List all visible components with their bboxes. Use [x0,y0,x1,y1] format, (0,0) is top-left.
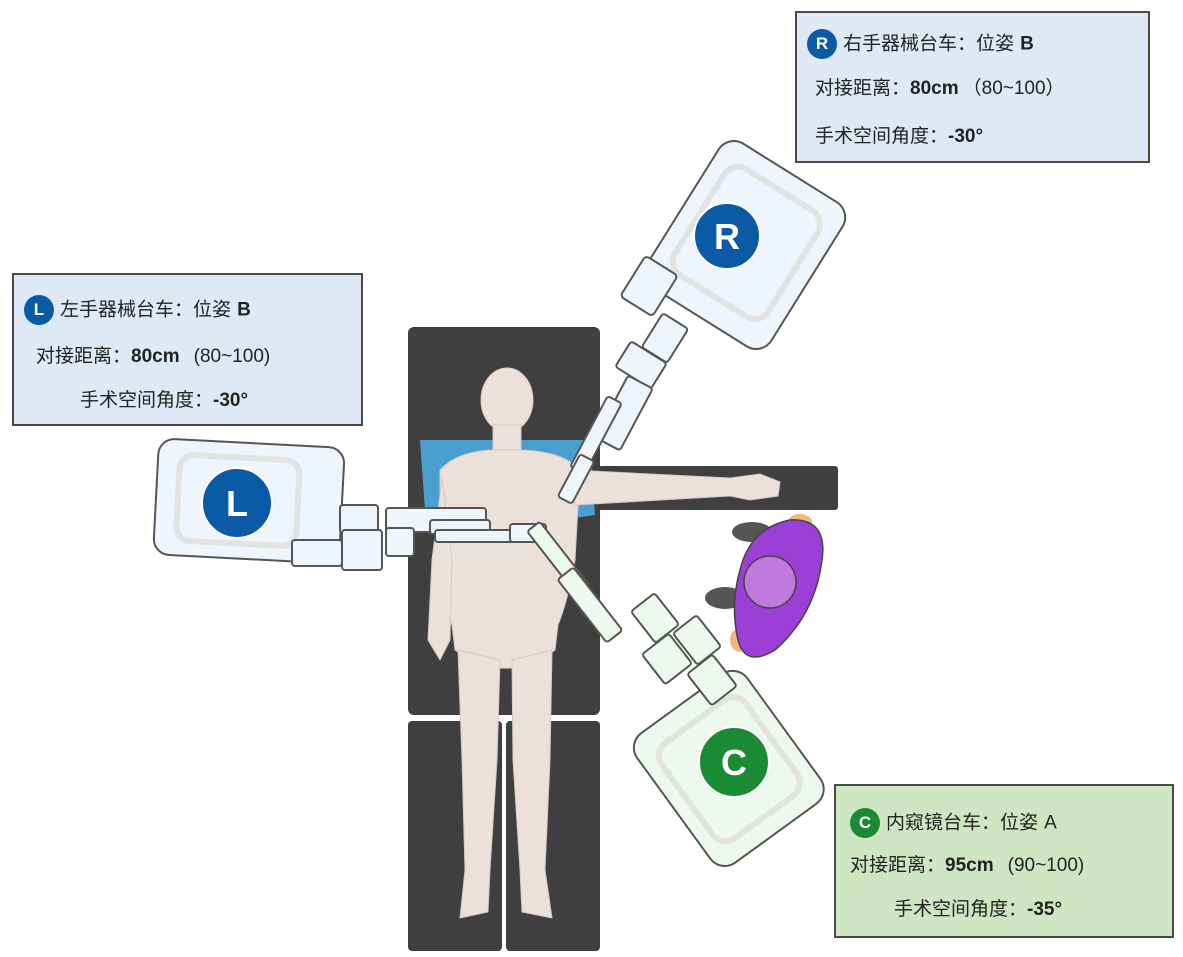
patient-torso [439,449,581,669]
right-cart-title-row: R 右手器械台车：位姿 B [807,29,1034,59]
camera-cart-pose: A [1044,812,1057,834]
camera-cart-inner-ring [655,694,803,845]
patient-figure [427,367,781,919]
camera-cart-distance-row: 对接距离：95cm (90~100) [850,854,1085,876]
left-cart-badge: L [24,295,54,325]
left-cart-badge-circle [201,467,273,539]
left-cart-title-row: L 左手器械台车：位姿 B [24,295,251,325]
left-arm-link [385,527,415,557]
right-cart-inner-ring [669,163,824,322]
endoscope-cart-info-box: C 内窥镜台车：位姿 A 对接距离：95cm (90~100) 手术空间角度：-35… [834,784,1174,938]
left-cart-inner-ring [173,452,303,549]
right-cart-angle-row: 手术空间角度：-30° [815,125,984,147]
left-cart-pose-label: 位姿 [193,298,232,321]
right-arm-tool [557,454,595,504]
patient-head [480,367,534,433]
left-arm-link [341,529,383,571]
camera-cart-name: 内窥镜台车 [886,811,982,834]
right-cart-info-box: R 右手器械台车：位姿 B 对接距离：80cm（80~100） 手术空间角度：-3… [795,11,1150,163]
camera-cart-pose-label: 位姿 [1000,811,1039,834]
camera-cart-title-row: C 内窥镜台车：位姿 A [850,808,1057,838]
left-cart-distance: 80cm [131,346,180,367]
right-cart-distance: 80cm [910,78,959,99]
colon: ： [174,298,194,321]
patient-right-leg [511,649,553,919]
camera-cart-badge-circle [698,726,770,798]
right-cart-pose-label: 位姿 [976,32,1015,55]
left-cart-name: 左手器械台车 [60,298,175,321]
left-arm-joint [339,504,379,534]
camera-cart-distance: 95cm [945,855,994,876]
right-cart-badge-letter: R [714,216,740,257]
right-cart-angle-label: 手术空间角度： [815,125,949,147]
left-cart-range: (80~100) [193,346,271,367]
right-cart-distance-label: 对接距离： [815,77,911,99]
camera-arm-link [687,654,737,706]
camera-cart-badge-letter: C [721,742,747,783]
left-arm-joint [291,539,343,567]
endoscope-cart: C [527,521,825,867]
right-instrument-cart: R [557,140,847,504]
colon: ： [957,32,977,55]
left-instrument-cart: L [152,438,547,571]
colon: ： [981,811,1001,834]
patient-right-arm [571,469,781,506]
right-cart-range: （80~100） [962,78,1065,99]
camera-arm-joint [642,633,692,685]
right-cart-badge-circle [693,202,761,270]
right-arm-joint [620,256,678,316]
right-cart-name: 右手器械台车 [843,32,958,55]
camera-arm-joint [631,593,679,643]
left-cart-angle-row: 手术空间角度：-30° [80,389,249,411]
camera-cart-badge: C [850,808,880,838]
assistant-head [743,555,797,609]
camera-cart-angle-label: 手术空间角度： [894,898,1028,920]
right-cart-angle: -30° [948,126,984,147]
left-arm-segments [291,504,547,571]
left-cart-badge-letter: L [226,483,248,524]
left-cart-pose: B [237,299,251,321]
camera-cart-distance-label: 对接距离： [850,854,946,876]
camera-cart-angle: -35° [1027,899,1063,920]
left-cart-distance-label: 对接距离： [36,345,132,367]
patient-left-leg [457,649,501,919]
camera-arm-link [557,567,623,643]
right-arm-segments [557,256,689,504]
assistant-figure [705,514,824,658]
camera-arm-segments [527,521,737,706]
right-cart-pose: B [1020,33,1034,55]
camera-cart-range: (90~100) [1007,855,1085,876]
left-cart-distance-row: 对接距离：80cm (80~100) [36,345,271,367]
right-cart-badge: R [807,29,837,59]
left-cart-info-box: L 左手器械台车：位姿 B 对接距离：80cm (80~100) 手术空间角度：-3… [12,273,363,426]
camera-cart-angle-row: 手术空间角度：-35° [894,898,1063,920]
right-cart-distance-row: 对接距离：80cm（80~100） [815,77,1065,99]
left-cart-angle: -30° [213,390,249,411]
left-cart-angle-label: 手术空间角度： [80,389,214,411]
